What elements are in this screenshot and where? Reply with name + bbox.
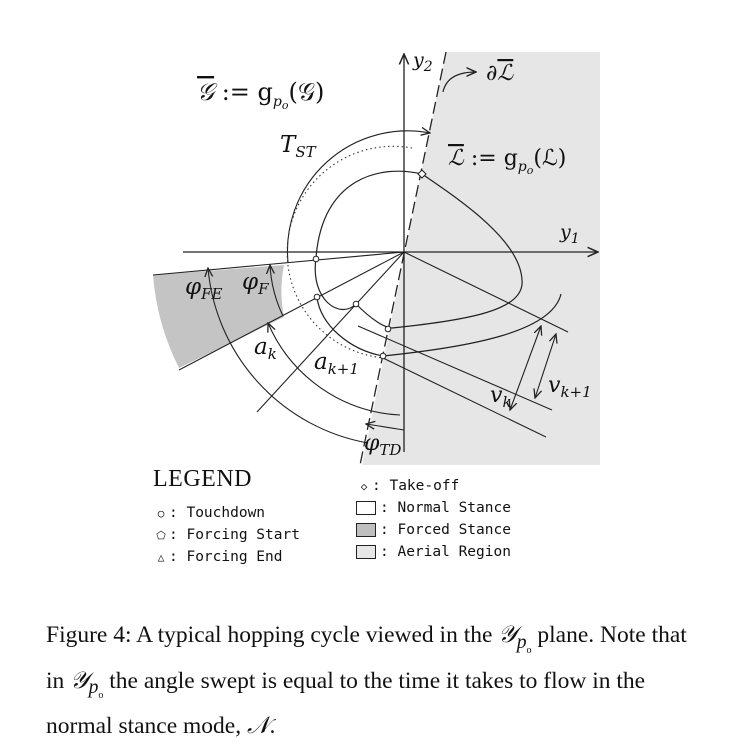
- phi-f-arc: [270, 265, 284, 317]
- forced-stance-swatch: [356, 523, 376, 537]
- legend-title: LEGEND: [153, 466, 252, 492]
- touchdown-marker: [312, 255, 320, 263]
- legend-right: ◇ : Take-off : Normal Stance : Forced St…: [356, 475, 511, 563]
- t-st-arc: [286, 131, 430, 263]
- boundary-line: [359, 51, 447, 466]
- legend-item-forcing-start: ⬠ : Forcing Start: [153, 524, 300, 546]
- dotted-arc: [286, 145, 413, 359]
- stance-trajectory-k: [314, 170, 523, 329]
- stance-trajectory-k1: [316, 293, 562, 357]
- stance-marker-2: [379, 352, 387, 360]
- normal-stance-swatch: [356, 501, 376, 515]
- phi-fe-arc: [208, 268, 369, 444]
- label-y2: y2: [412, 49, 433, 75]
- legend-item-forcing-end: △ : Forcing End: [153, 546, 300, 568]
- phi-td-arc: [366, 424, 405, 431]
- boundary-pointer: [442, 72, 476, 93]
- ray-touchdown: [256, 251, 405, 413]
- legend-item-forced-stance: : Forced Stance: [356, 519, 511, 541]
- label-a-k1: ak+1: [314, 349, 359, 378]
- touchdown-marker-2: [313, 293, 321, 301]
- ray-forcing-end: [152, 251, 405, 276]
- legend-item-normal-stance: : Normal Stance: [356, 497, 511, 519]
- hopping-cycle-diagram: 𝒢 := gpo(𝒢) ∂ℒ y2 y1 TST ℒ := gpo(ℒ) φFE…: [152, 49, 600, 466]
- label-a-k: ak: [254, 334, 277, 363]
- label-t-st: TST: [280, 132, 317, 161]
- take-off-icon: ◇: [360, 479, 368, 493]
- label-l-bar: ℒ := gpo(ℒ): [448, 146, 566, 177]
- forcing-start-marker: [352, 300, 360, 308]
- take-off-marker: [417, 169, 427, 179]
- forcing-end-icon: △: [157, 550, 165, 564]
- label-boundary: ∂ℒ: [486, 61, 514, 86]
- stance-marker: [384, 325, 392, 333]
- a-k-arc: [268, 323, 401, 416]
- legend-item-take-off: ◇ : Take-off: [356, 475, 511, 497]
- ray-forcing-start: [178, 251, 405, 371]
- figure-caption: Figure 4: A typical hopping cycle viewed…: [46, 622, 687, 740]
- label-g-bar: 𝒢 := gpo(𝒢): [197, 78, 324, 112]
- legend-item-touchdown: ○ : Touchdown: [153, 502, 300, 524]
- aerial-region-swatch: [356, 545, 376, 559]
- legend-item-aerial-region: : Aerial Region: [356, 541, 511, 563]
- touchdown-icon: ○: [157, 506, 165, 520]
- forcing-start-icon: ⬠: [156, 528, 166, 542]
- ray-right-3: [382, 357, 547, 438]
- v-k1-arrow: [535, 334, 556, 398]
- legend-left: ○ : Touchdown ⬠ : Forcing Start △ : Forc…: [153, 502, 300, 568]
